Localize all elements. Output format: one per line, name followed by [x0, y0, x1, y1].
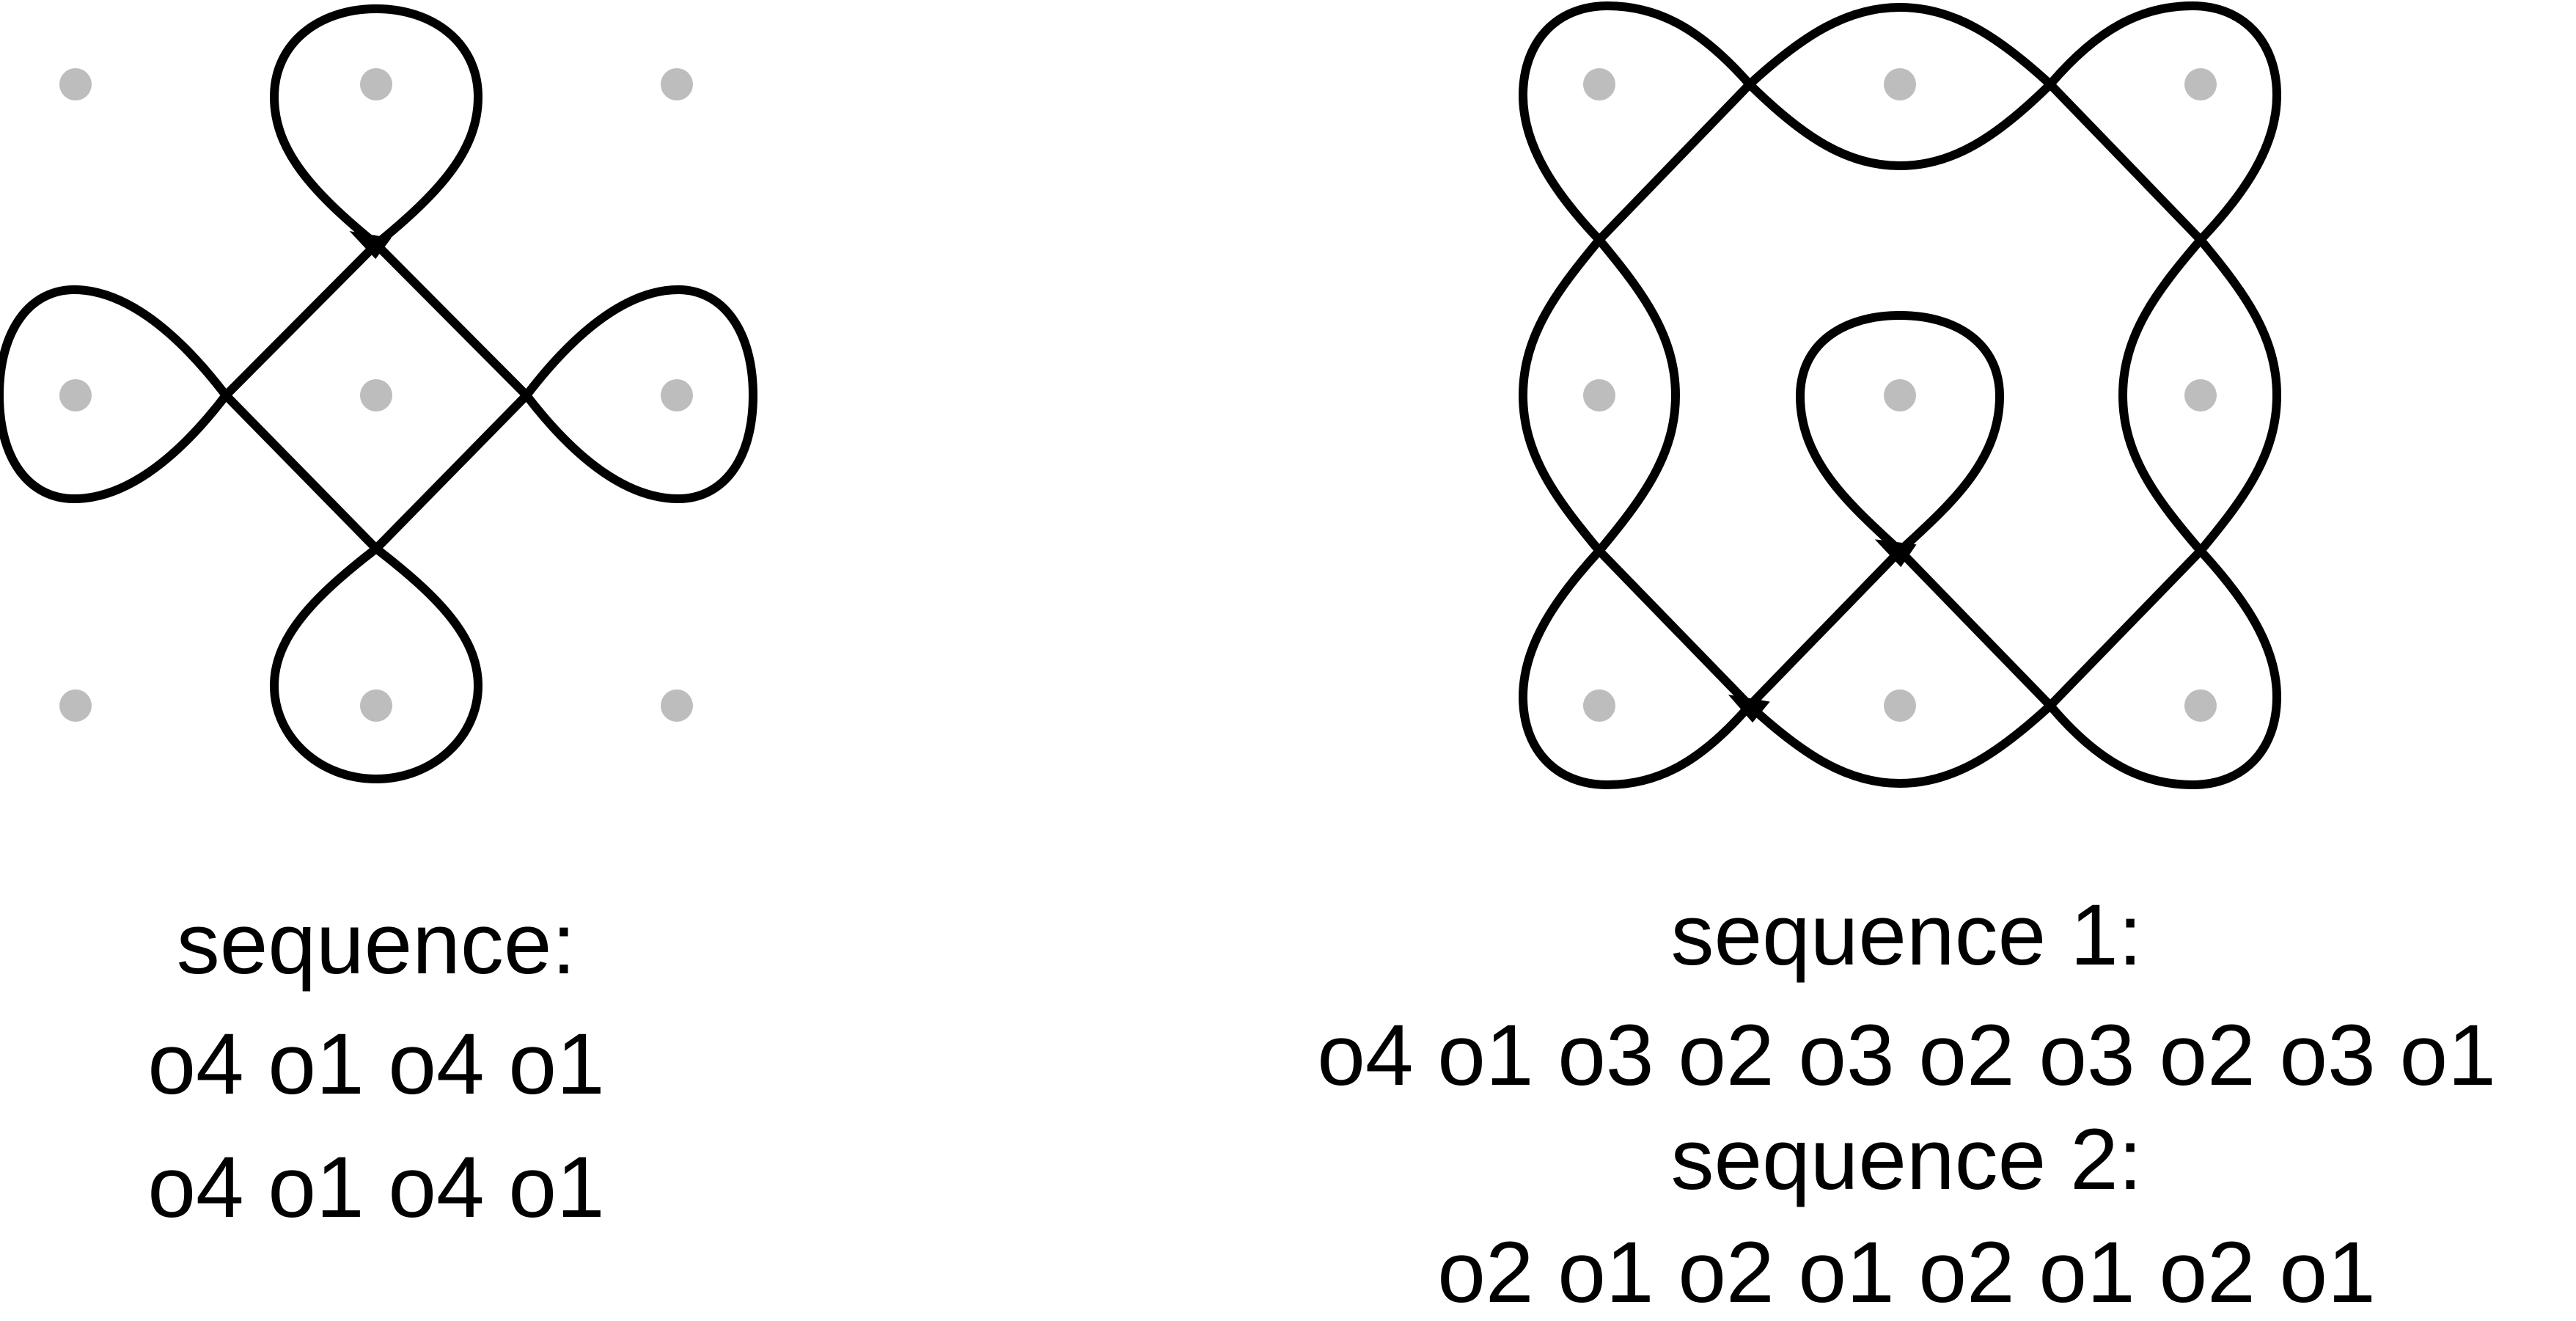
grid-dot	[1583, 379, 1615, 411]
right-dot-grid	[1583, 68, 2217, 722]
grid-dot	[2184, 379, 2217, 411]
grid-dot	[59, 379, 92, 411]
grid-dot	[2184, 689, 2217, 722]
grid-dot	[1583, 689, 1615, 722]
grid-dot	[59, 689, 92, 722]
right-sequence-1-title: sequence 1:	[1670, 887, 2143, 984]
grid-dot	[1884, 689, 1916, 722]
grid-dot	[360, 379, 392, 411]
left-sequence-title: sequence:	[176, 896, 576, 992]
start-arrow-icon	[1874, 539, 1917, 568]
right-kolam-center-loop	[1796, 311, 2004, 555]
start-arrow-icon	[349, 231, 392, 260]
grid-dot	[59, 68, 92, 100]
grid-dot	[2184, 68, 2217, 100]
right-sequence-2: o2 o1 o2 o1 o2 o1 o2 o1	[1437, 1224, 2376, 1321]
left-kolam-curve	[0, 4, 757, 783]
start-arrow-icon	[1728, 695, 1770, 723]
grid-dot	[661, 68, 693, 100]
left-sequence-line-2: o4 o1 o4 o1	[147, 1139, 605, 1236]
right-sequence-1: o4 o1 o3 o2 o3 o2 o3 o2 o3 o1	[1317, 1007, 2496, 1104]
left-sequence-line-1: o4 o1 o4 o1	[147, 1016, 605, 1113]
grid-dot	[661, 379, 693, 411]
grid-dot	[360, 68, 392, 100]
grid-dot	[661, 689, 693, 722]
left-dot-grid	[59, 68, 693, 722]
grid-dot	[360, 689, 392, 722]
right-sequence-2-title: sequence 2:	[1670, 1111, 2143, 1208]
grid-dot	[1583, 68, 1615, 100]
right-kolam-corner-curve	[1519, 1, 2281, 789]
grid-dot	[1884, 68, 1916, 100]
grid-dot	[1884, 379, 1916, 411]
